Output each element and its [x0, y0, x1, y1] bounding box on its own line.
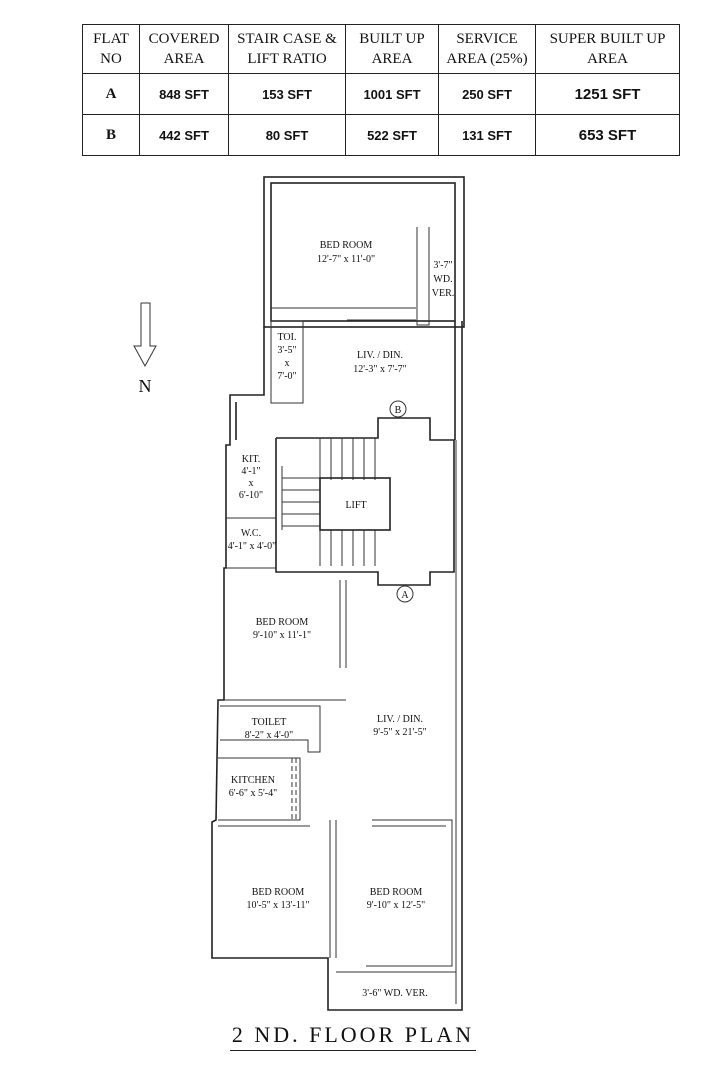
- cell-flat: A: [82, 73, 140, 115]
- svg-text:KITCHEN: KITCHEN: [231, 775, 275, 786]
- flat-marker-a: A: [396, 585, 414, 603]
- room-wc: W.C. 4'-1" x 4'-0": [226, 528, 276, 569]
- svg-text:6'-10": 6'-10": [239, 490, 263, 501]
- room-liv-top: LIV. / DIN. 12'-3" x 7'-7": [353, 350, 406, 375]
- room-toi: TOI. 3'-5" x 7'-0": [270, 320, 304, 404]
- header-stair-lift-ratio: STAIR CASE & LIFT RATIO: [228, 24, 346, 74]
- svg-text:x: x: [249, 478, 254, 489]
- svg-text:TOI.: TOI.: [278, 332, 297, 343]
- cell-covered: 442 SFT: [139, 114, 229, 156]
- svg-text:7'-0": 7'-0": [277, 371, 296, 382]
- svg-text:A: A: [401, 590, 409, 601]
- plan-title: 2 ND. FLOOR PLAN: [0, 1022, 706, 1051]
- svg-text:12'-3" x 7'-7": 12'-3" x 7'-7": [353, 364, 406, 375]
- plan-title-text: 2 ND. FLOOR PLAN: [229, 1022, 477, 1051]
- svg-text:6'-6" x 5'-4": 6'-6" x 5'-4": [229, 788, 277, 799]
- svg-text:TOILET: TOILET: [252, 717, 287, 728]
- svg-text:BED ROOM: BED ROOM: [256, 617, 309, 628]
- room-liv-bottom: LIV. / DIN. 9'-5" x 21'-5": [373, 440, 457, 1004]
- wd-ver-top: 3'-7" WD. VER.: [416, 227, 455, 326]
- svg-text:8'-2" x 4'-0": 8'-2" x 4'-0": [245, 730, 293, 741]
- cell-super: 1251 SFT: [535, 73, 680, 115]
- svg-text:10'-5" x 13'-11": 10'-5" x 13'-11": [246, 900, 309, 911]
- svg-text:LIV. / DIN.: LIV. / DIN.: [357, 350, 403, 361]
- svg-text:KIT.: KIT.: [242, 454, 260, 465]
- cell-built-up: 1001 SFT: [345, 73, 439, 115]
- svg-text:9'-10" x 11'-1": 9'-10" x 11'-1": [253, 630, 311, 641]
- svg-text:B: B: [395, 405, 402, 416]
- north-arrow-icon: N: [133, 302, 157, 396]
- svg-text:W.C.: W.C.: [241, 528, 261, 539]
- svg-text:4'-1": 4'-1": [241, 466, 260, 477]
- svg-text:BED ROOM: BED ROOM: [252, 887, 305, 898]
- flat-marker-b: B: [389, 400, 407, 418]
- cell-service: 250 SFT: [438, 73, 536, 115]
- svg-text:BED ROOM: BED ROOM: [320, 240, 373, 251]
- svg-text:LIV. / DIN.: LIV. / DIN.: [377, 714, 423, 725]
- svg-text:3'-5": 3'-5": [277, 345, 296, 356]
- svg-text:9'-10" x 12'-5": 9'-10" x 12'-5": [367, 900, 425, 911]
- room-bed-br: BED ROOM 9'-10" x 12'-5": [366, 819, 453, 967]
- svg-text:3'-7": 3'-7": [433, 260, 452, 271]
- cell-covered: 848 SFT: [139, 73, 229, 115]
- svg-text:12'-7" x 11'-0": 12'-7" x 11'-0": [317, 254, 375, 265]
- cell-stair: 153 SFT: [228, 73, 346, 115]
- lift-label: LIFT: [345, 500, 366, 511]
- header-super-built-up-area: SUPER BUILT UP AREA: [535, 24, 680, 74]
- cell-service: 131 SFT: [438, 114, 536, 156]
- svg-text:WD.: WD.: [433, 274, 452, 285]
- wd-ver-bottom: 3'-6" WD. VER.: [336, 971, 456, 999]
- svg-text:9'-5" x 21'-5": 9'-5" x 21'-5": [373, 727, 426, 738]
- svg-text:4'-1" x 4'-0": 4'-1" x 4'-0": [228, 541, 276, 552]
- area-table-header: FLAT NO COVERED AREA STAIR CASE & LIFT R…: [82, 24, 680, 74]
- svg-text:BED ROOM: BED ROOM: [370, 887, 423, 898]
- header-service-area: SERVICE AREA (25%): [438, 24, 536, 74]
- room-bed-top: BED ROOM 12'-7" x 11'-0": [271, 240, 416, 321]
- cell-super: 653 SFT: [535, 114, 680, 156]
- room-bed-mid: BED ROOM 9'-10" x 11'-1": [224, 580, 347, 701]
- header-built-up-area: BUILT UP AREA: [345, 24, 439, 74]
- room-kitchen: KITCHEN 6'-6" x 5'-4": [218, 757, 301, 821]
- cell-built-up: 522 SFT: [345, 114, 439, 156]
- area-table: FLAT NO COVERED AREA STAIR CASE & LIFT R…: [82, 24, 680, 156]
- room-toilet: TOILET 8'-2" x 4'-0": [220, 705, 321, 753]
- svg-text:x: x: [285, 358, 290, 369]
- svg-text:3'-6" WD. VER.: 3'-6" WD. VER.: [362, 988, 428, 999]
- svg-text:VER.: VER.: [432, 288, 455, 299]
- table-row: A 848 SFT 153 SFT 1001 SFT 250 SFT 1251 …: [82, 73, 680, 115]
- north-label: N: [139, 376, 152, 396]
- room-kit-top: KIT. 4'-1" x 6'-10": [226, 454, 276, 519]
- header-flat-no: FLAT NO: [82, 24, 140, 74]
- header-covered-area: COVERED AREA: [139, 24, 229, 74]
- cell-stair: 80 SFT: [228, 114, 346, 156]
- table-row: B 442 SFT 80 SFT 522 SFT 131 SFT 653 SFT: [82, 114, 680, 156]
- room-bed-bl: BED ROOM 10'-5" x 13'-11": [218, 820, 337, 958]
- outer-walls: [211, 176, 465, 1011]
- cell-flat: B: [82, 114, 140, 156]
- stair-lift-core: LIFT: [275, 417, 455, 586]
